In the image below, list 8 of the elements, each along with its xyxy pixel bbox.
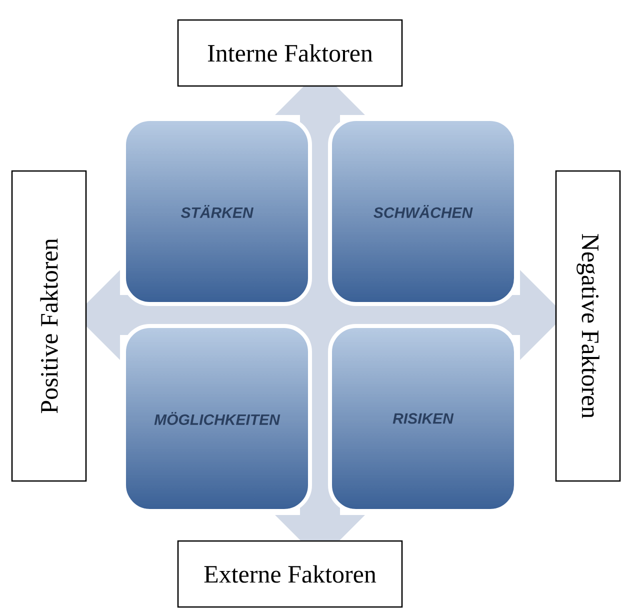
quadrant-box: RISIKEN	[328, 324, 518, 513]
label-box: Externe Faktoren	[177, 540, 403, 608]
quadrant-box: STÄRKEN	[122, 116, 312, 306]
quadrant-box: MÖGLICHKEITEN	[122, 324, 312, 513]
quadrant-box: SCHWÄCHEN	[328, 116, 518, 306]
label-box: Interne Faktoren	[177, 19, 403, 87]
label-box: Negative Faktoren	[555, 170, 621, 482]
label-box: Positive Faktoren	[11, 170, 87, 482]
